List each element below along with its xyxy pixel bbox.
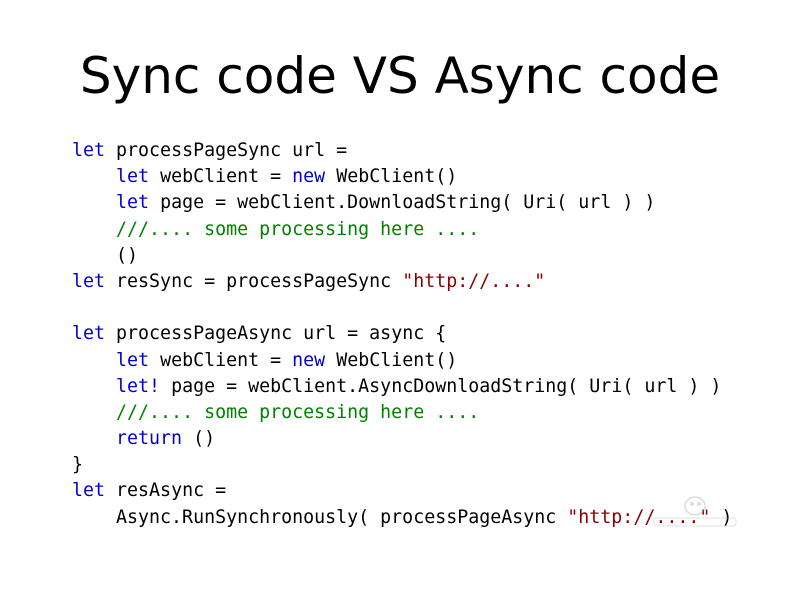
code-token-text	[72, 219, 116, 240]
code-line: ///.... some processing here ....	[72, 217, 772, 243]
code-token-text: resSync = processPageSync	[105, 270, 403, 292]
code-token-text: ()	[182, 428, 216, 450]
code-line: let resSync = processPageSync "http://..…	[72, 269, 772, 295]
code-line: ///.... some processing here ....	[72, 400, 772, 426]
code-token-keyword: let	[72, 323, 106, 345]
code-token-text	[72, 402, 116, 423]
code-token-keyword: let!	[116, 375, 161, 397]
code-token-keyword: let	[116, 166, 150, 188]
code-token-keyword: new	[292, 349, 326, 371]
code-token-keyword: new	[292, 166, 326, 188]
code-token-text: WebClient()	[325, 166, 458, 188]
code-token-text: page = webClient.AsyncDownloadString( Ur…	[160, 375, 722, 397]
code-token-text: WebClient()	[325, 349, 458, 371]
code-block: let processPageSync url = let webClient …	[72, 138, 772, 531]
code-line: }	[72, 452, 772, 478]
code-line: let processPageSync url =	[72, 138, 772, 164]
code-token-keyword: let	[116, 349, 150, 371]
code-token-keyword: let	[72, 140, 106, 161]
code-token-string: "http://...."	[402, 270, 546, 292]
code-line: let! page = webClient.AsyncDownloadStrin…	[72, 374, 772, 400]
code-token-text	[72, 350, 116, 371]
code-token-text: ()	[72, 244, 139, 266]
watermark-logo-icon	[653, 496, 737, 527]
code-token-text: }	[72, 454, 84, 476]
code-token-string: "http://...."	[567, 506, 711, 528]
code-line	[72, 295, 772, 321]
code-token-text: webClient =	[149, 349, 293, 371]
code-token-keyword: let	[72, 480, 106, 502]
code-token-text	[72, 376, 116, 397]
code-token-text: processPageAsync url = async {	[105, 323, 447, 345]
code-token-text: )	[710, 506, 733, 528]
code-token-keyword: let	[116, 192, 150, 214]
slide-title: Sync code VS Async code	[79, 47, 721, 105]
code-line: let webClient = new WebClient()	[72, 164, 772, 190]
code-line: ()	[72, 243, 772, 269]
code-token-text	[72, 428, 116, 449]
code-token-text: page = webClient.DownloadString( Uri( ur…	[149, 192, 656, 214]
code-token-comment: ///.... some processing here ....	[116, 401, 480, 423]
code-token-text	[72, 192, 116, 213]
code-token-text: webClient =	[149, 166, 293, 188]
code-token-keyword: let	[72, 270, 106, 292]
code-line: let page = webClient.DownloadString( Uri…	[72, 190, 772, 216]
code-token-text	[72, 166, 116, 187]
code-line: Async.RunSynchronously( processPageAsync…	[72, 505, 772, 531]
code-token-keyword: return	[116, 428, 183, 450]
code-line: return ()	[72, 426, 772, 452]
code-token-text: processPageSync url =	[105, 140, 348, 161]
code-line: let webClient = new WebClient()	[72, 348, 772, 374]
code-line: let processPageAsync url = async {	[72, 321, 772, 347]
code-token-comment: ///.... some processing here ....	[116, 218, 480, 240]
code-token-text: Async.RunSynchronously( processPageAsync	[72, 506, 568, 528]
code-token-text: resAsync =	[105, 480, 227, 502]
code-line: let resAsync =	[72, 478, 772, 504]
